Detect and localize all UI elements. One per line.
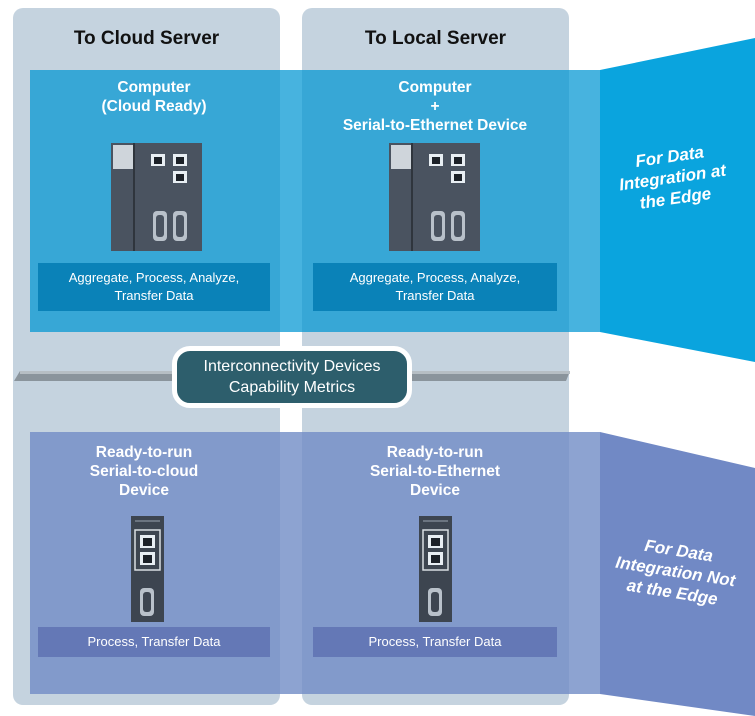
serial-device-icon	[131, 516, 164, 622]
function-box-serial-to-cloud: Process, Transfer Data	[38, 627, 270, 657]
card-title-cloud-computer: Computer (Cloud Ready)	[101, 79, 207, 115]
non-edge-side-banner	[600, 432, 755, 716]
function-box-cloud-computer: Aggregate, Process, Analyze, Transfer Da…	[38, 263, 270, 311]
edge-side-banner	[600, 38, 755, 362]
function-box-serial-to-ethernet: Process, Transfer Data	[313, 627, 557, 657]
side-banners	[600, 38, 755, 716]
function-box-local-computer: Aggregate, Process, Analyze, Transfer Da…	[313, 263, 557, 311]
serial-device-icon	[419, 516, 452, 622]
card-title-serial-to-ethernet: Ready-to-run Serial-to-Ethernet Device	[369, 444, 501, 499]
column-title-cloud: To Cloud Server	[73, 28, 220, 49]
card-title-serial-to-cloud: Ready-to-run Serial-to-cloud Device	[89, 444, 199, 499]
industrial-computer-icon	[389, 143, 480, 251]
capability-metrics-label: Interconnectivity Devices Capability Met…	[172, 346, 412, 408]
card-title-local-computer: Computer + Serial-to-Ethernet Device	[342, 79, 528, 134]
industrial-computer-icon	[111, 143, 202, 251]
column-title-local: To Local Server	[364, 28, 507, 49]
